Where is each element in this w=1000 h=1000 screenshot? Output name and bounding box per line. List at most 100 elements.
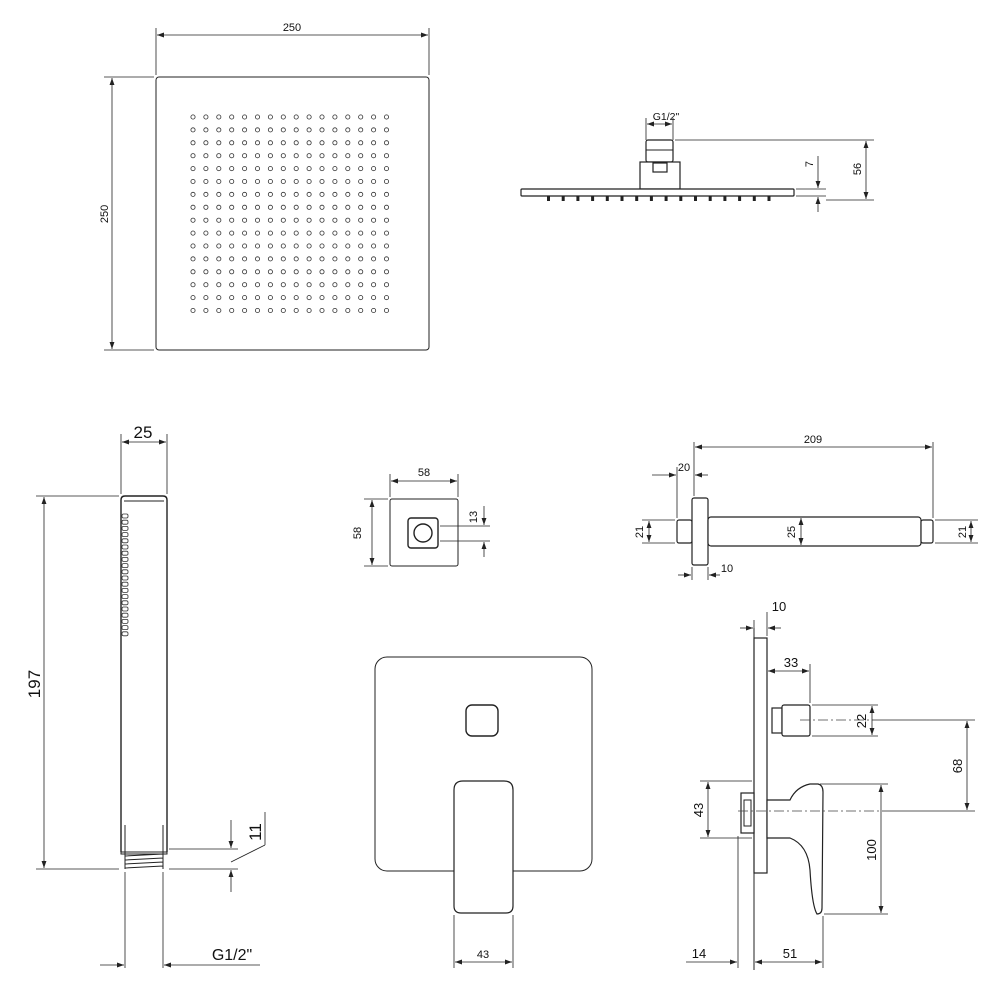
nozzle <box>293 256 299 262</box>
nozzle <box>319 295 325 301</box>
nozzle <box>254 204 260 210</box>
outlet-connector <box>407 517 439 549</box>
nozzle <box>306 243 312 249</box>
nozzle <box>319 166 325 172</box>
rain-shower-top-view: 250 250 <box>99 22 430 351</box>
nozzle <box>280 204 286 210</box>
nozzle <box>358 140 364 146</box>
nozzle <box>229 166 235 172</box>
nozzle <box>203 204 209 210</box>
nozzle <box>319 153 325 159</box>
dim-side-height: 56 <box>675 139 874 201</box>
nozzle <box>216 307 222 313</box>
nozzle <box>229 230 235 236</box>
nozzle <box>229 140 235 146</box>
nozzle <box>332 153 338 159</box>
dim-label-hand-diameter: 25 <box>134 423 153 442</box>
nozzle <box>383 230 389 236</box>
mixer-diverter-button <box>465 704 499 737</box>
hand-nozzle <box>121 631 129 637</box>
nozzle <box>383 166 389 172</box>
dim-label-body-height: 43 <box>691 803 706 817</box>
nozzle <box>293 204 299 210</box>
nozzle <box>306 269 312 275</box>
dim-label-mixer-handle-width: 43 <box>477 949 489 961</box>
hand-nozzle <box>121 532 129 537</box>
nozzle <box>190 191 196 197</box>
nozzle <box>190 178 196 184</box>
side-nozzle <box>767 196 771 201</box>
nozzle <box>254 256 260 262</box>
nozzle <box>345 178 351 184</box>
nozzle <box>319 127 325 133</box>
nozzle <box>190 140 196 146</box>
nozzle <box>267 256 273 262</box>
nozzle <box>319 140 325 146</box>
nozzle <box>216 153 222 159</box>
nozzle <box>371 307 377 313</box>
nozzle <box>229 114 235 120</box>
nozzle <box>332 243 338 249</box>
nozzle <box>306 140 312 146</box>
nozzle <box>190 243 196 249</box>
dim-hand-thread: 11 <box>169 812 266 892</box>
nozzle <box>216 230 222 236</box>
nozzle <box>332 191 338 197</box>
nozzle <box>242 282 248 288</box>
arm-wall-stub <box>676 519 693 544</box>
nozzle <box>293 178 299 184</box>
dim-hand-length: 197 <box>25 495 119 870</box>
nozzle <box>254 127 260 133</box>
nozzle <box>319 282 325 288</box>
wall-outlet: 58 58 13 <box>352 467 490 567</box>
side-nozzles <box>547 196 771 201</box>
nozzle <box>267 166 273 172</box>
nozzle <box>242 114 248 120</box>
nozzle <box>216 204 222 210</box>
nozzle <box>319 256 325 262</box>
nozzle <box>345 217 351 223</box>
nozzle <box>203 140 209 146</box>
nozzle <box>203 178 209 184</box>
nozzle <box>280 166 286 172</box>
nozzle <box>345 230 351 236</box>
hand-nozzle <box>121 563 129 568</box>
nozzle <box>383 191 389 197</box>
nozzle <box>267 191 273 197</box>
nozzle <box>332 269 338 275</box>
dim-label-side-plate: 7 <box>804 161 816 167</box>
dim-outlet-depth: 33 <box>768 655 811 703</box>
nozzle <box>216 282 222 288</box>
nozzle <box>293 269 299 275</box>
side-nozzle <box>547 196 550 201</box>
nozzle <box>229 243 235 249</box>
nozzle <box>254 153 260 159</box>
nozzle <box>358 178 364 184</box>
nozzle <box>345 140 351 146</box>
nozzle <box>280 269 286 275</box>
dim-wall-gap: 14 <box>686 836 739 968</box>
nozzle <box>358 256 364 262</box>
hand-nozzle <box>121 588 129 593</box>
nozzle <box>190 230 196 236</box>
nozzle <box>345 153 351 159</box>
nozzle <box>203 191 209 197</box>
nozzle <box>280 140 286 146</box>
nozzle <box>203 282 209 288</box>
side-nozzle <box>576 196 580 201</box>
nozzle <box>383 269 389 275</box>
nozzle <box>242 243 248 249</box>
nozzle <box>319 217 325 223</box>
nozzle <box>371 243 377 249</box>
nozzle <box>267 282 273 288</box>
nozzle <box>242 178 248 184</box>
nozzle <box>229 191 235 197</box>
nozzle <box>383 153 389 159</box>
dim-label-outlet-diameter: 22 <box>854 714 869 728</box>
nozzle <box>319 269 325 275</box>
nozzle <box>280 295 286 301</box>
outlet-plate <box>389 498 459 567</box>
nozzle <box>306 114 312 120</box>
mixer-side-view: 10 33 22 68 43 <box>686 599 975 970</box>
nozzle <box>242 307 248 313</box>
